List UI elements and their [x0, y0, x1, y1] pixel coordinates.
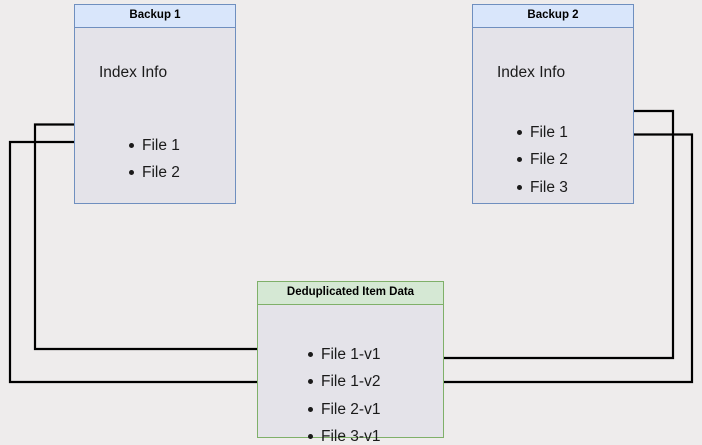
node-backup-2-title: Backup 2 — [473, 5, 633, 28]
list-item[interactable]: File 3-v1 — [306, 429, 380, 445]
list-item[interactable]: File 1 — [127, 137, 180, 154]
node-backup-1-file-list: File 1 File 2 — [127, 137, 180, 181]
list-item[interactable]: File 1-v2 — [306, 374, 380, 390]
node-backup-1-caption: Index Info — [99, 63, 168, 81]
node-backup-1[interactable]: Backup 1 Index Info File 1 File 2 — [74, 4, 236, 204]
list-item[interactable]: File 1-v1 — [306, 346, 380, 363]
node-deduplicated-item-data[interactable]: Deduplicated Item Data File 1-v1 File 1-… — [257, 281, 444, 444]
node-backup-1-title: Backup 1 — [75, 5, 235, 28]
list-item[interactable]: File 2 — [515, 152, 568, 168]
list-item[interactable]: File 3 — [515, 179, 568, 196]
node-deduplicated-file-list: File 1-v1 File 1-v2 File 2-v1 File 3-v1 — [306, 346, 380, 445]
node-backup-2-caption: Index Info — [497, 63, 566, 81]
node-backup-2-body: Index Info File 1 File 2 File 3 — [473, 28, 633, 205]
node-backup-2-file-list: File 1 File 2 File 3 — [515, 124, 568, 196]
node-deduplicated-item-data-title: Deduplicated Item Data — [258, 282, 443, 305]
list-item[interactable]: File 2 — [127, 165, 180, 181]
list-item[interactable]: File 2-v1 — [306, 401, 380, 418]
list-item[interactable]: File 1 — [515, 124, 568, 141]
node-backup-1-body: Index Info File 1 File 2 — [75, 28, 235, 205]
node-deduplicated-item-data-body: File 1-v1 File 1-v2 File 2-v1 File 3-v1 — [258, 305, 443, 444]
node-backup-2[interactable]: Backup 2 Index Info File 1 File 2 File 3 — [472, 4, 634, 204]
